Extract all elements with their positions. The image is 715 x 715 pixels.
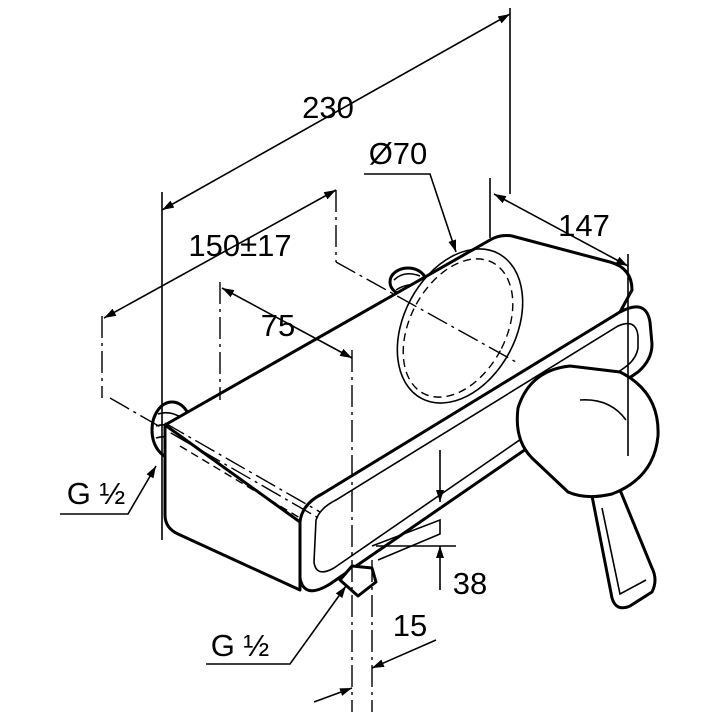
- dim-body-depth: 147: [558, 208, 610, 243]
- dimension-lines: [60, 13, 629, 703]
- dim-overall-length: 230: [302, 90, 354, 125]
- dim-outlet-height: 38: [453, 566, 487, 601]
- lever-handle: [515, 364, 660, 610]
- dim-handle-diameter: Ø70: [369, 136, 428, 171]
- dim-inlet-spacing: 150±17: [188, 228, 291, 263]
- dim-outlet-width: 15: [393, 608, 427, 643]
- body-side-face: [163, 423, 302, 592]
- dim-inlet-thread: G ½: [67, 476, 126, 511]
- dim-outlet-thread: G ½: [211, 628, 270, 663]
- dim-inlet-offset: 75: [261, 308, 295, 343]
- bottom-outlet: [338, 518, 441, 598]
